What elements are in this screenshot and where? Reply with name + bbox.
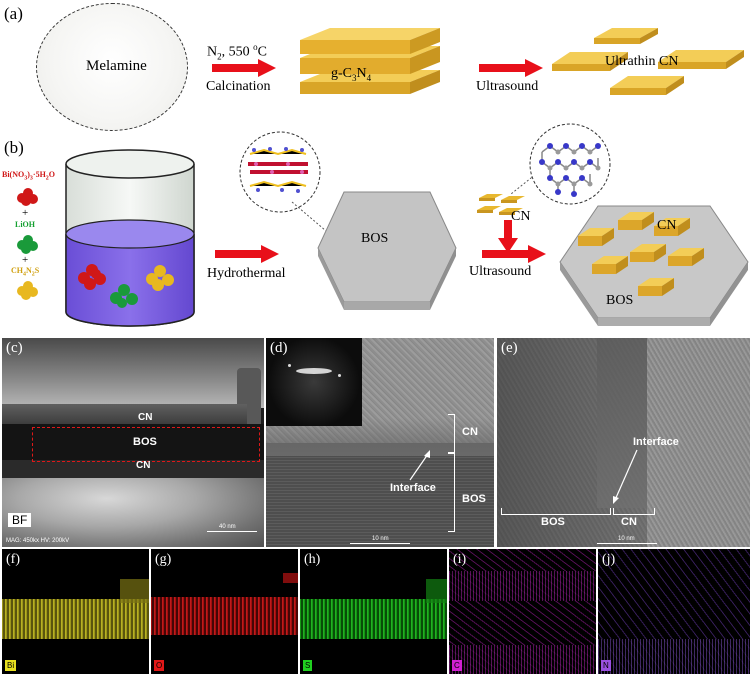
- cn-structure-inset: [529, 123, 611, 205]
- c-bos-label: BOS: [133, 436, 157, 448]
- panel-label-h: (h): [304, 552, 321, 567]
- d-cn-label: CN: [462, 426, 478, 438]
- gcn-bulk-slabs: [300, 28, 440, 94]
- composite-bos-label: BOS: [606, 293, 634, 308]
- arrow-down-cn: [498, 220, 518, 253]
- c-bf-label: BF: [8, 513, 32, 527]
- gcn-label: g-C3N4: [331, 66, 372, 83]
- e-scale-text: 10 nm: [618, 536, 635, 542]
- d-scale-text: 10 nm: [372, 536, 389, 542]
- panel-label-c: (c): [6, 340, 23, 356]
- reactor-beaker: [65, 149, 195, 327]
- ultrasound-label-b: Ultrasound: [469, 264, 532, 279]
- c-info-text: MAG: 450kx HV: 200kV: [6, 538, 70, 544]
- arrow-ultrasound-a: [479, 59, 543, 77]
- d-bos-label: BOS: [462, 493, 486, 505]
- bos-hexagon-plate: [317, 191, 457, 310]
- plus-sign-1: +: [22, 207, 29, 219]
- eds-map-bi: Bi: [2, 549, 149, 674]
- calcination-label: Calcination: [206, 79, 271, 94]
- panel-label-a: (a): [4, 4, 23, 23]
- reagent-bismuth-nitrate: Bi(NO3)3·5H2O: [2, 170, 56, 182]
- panel-label-g: (g): [155, 552, 172, 567]
- eds-map-o: O: [151, 549, 298, 674]
- d-interface-arrow: [409, 450, 430, 481]
- e-cn-bracket: [613, 508, 655, 515]
- cn-label-small: CN: [511, 209, 531, 224]
- ultrasound-label-a: Ultrasound: [476, 79, 539, 94]
- d-interface-label: Interface: [390, 482, 436, 494]
- tem-image-e: Interface BOS CN 10 nm: [497, 338, 750, 547]
- bismuth-cluster-icon: [17, 188, 38, 206]
- eds-map-s: S: [300, 549, 447, 674]
- eds-o-tag: O: [154, 660, 165, 671]
- reagent-lioh: LiOH: [15, 220, 36, 229]
- e-interface-label: Interface: [633, 436, 679, 448]
- composite-cn-label: CN: [657, 218, 677, 233]
- saed-inset: [266, 338, 362, 426]
- hydrothermal-label: Hydrothermal: [207, 266, 286, 281]
- panel-label-b: (b): [4, 138, 24, 157]
- bos-crystal-structure-inset: [239, 131, 321, 213]
- c-cn-top-label: CN: [138, 412, 153, 423]
- eds-s-tag: S: [303, 660, 313, 671]
- thiourea-cluster-icon: [17, 281, 38, 300]
- melamine-label: Melamine: [86, 58, 147, 74]
- e-scale-bar: [597, 543, 657, 544]
- panel-label-j: (j): [602, 552, 616, 567]
- eds-map-n: N: [598, 549, 750, 674]
- eds-n-tag: N: [601, 660, 611, 671]
- melamine-sample: [36, 3, 188, 131]
- d-scale-bar: [350, 543, 410, 544]
- plus-sign-2: +: [22, 254, 29, 266]
- e-interface-arrow: [613, 449, 638, 504]
- inset-pointer-line: [291, 201, 333, 237]
- c-scale-bar: [207, 531, 257, 532]
- panel-label-d: (d): [270, 340, 288, 356]
- d-cn-bracket: [448, 414, 455, 454]
- e-bos-bracket: [501, 508, 611, 515]
- cn-small-sheets: [477, 194, 525, 215]
- arrow-ultrasound-b: [482, 245, 546, 263]
- tem-image-c: CN BOS CN BF 40 nm MAG: 450kx HV: 200kV: [2, 338, 264, 547]
- cn-inset-pointer-line: [510, 169, 542, 195]
- arrow-calcination: [212, 59, 276, 77]
- c-cn-bottom-label: CN: [136, 460, 151, 471]
- panel-label-e: (e): [501, 340, 518, 356]
- e-bos-label: BOS: [541, 516, 565, 528]
- lioh-cluster-icon: [17, 235, 38, 254]
- eds-bi-tag: Bi: [5, 660, 17, 671]
- eds-map-c: C: [449, 549, 596, 674]
- panel-label-i: (i): [453, 552, 467, 567]
- bos-cn-composite: [559, 205, 749, 326]
- ultrathin-cn-label: Ultrathin CN: [605, 54, 679, 69]
- d-bos-bracket: [448, 452, 455, 532]
- bos-label: BOS: [361, 231, 389, 246]
- e-cn-label: CN: [621, 516, 637, 528]
- ultrathin-cn-sheets: [552, 28, 744, 95]
- c-scale-text: 40 nm: [219, 524, 236, 530]
- arrow-hydrothermal: [215, 245, 279, 263]
- panel-label-f: (f): [6, 552, 20, 567]
- eds-c-tag: C: [452, 660, 462, 671]
- reagent-thiourea: CH4N2S: [11, 266, 40, 278]
- tem-image-d: CN BOS Interface 10 nm: [266, 338, 494, 547]
- calcination-condition: N2, 550 oC: [207, 42, 267, 62]
